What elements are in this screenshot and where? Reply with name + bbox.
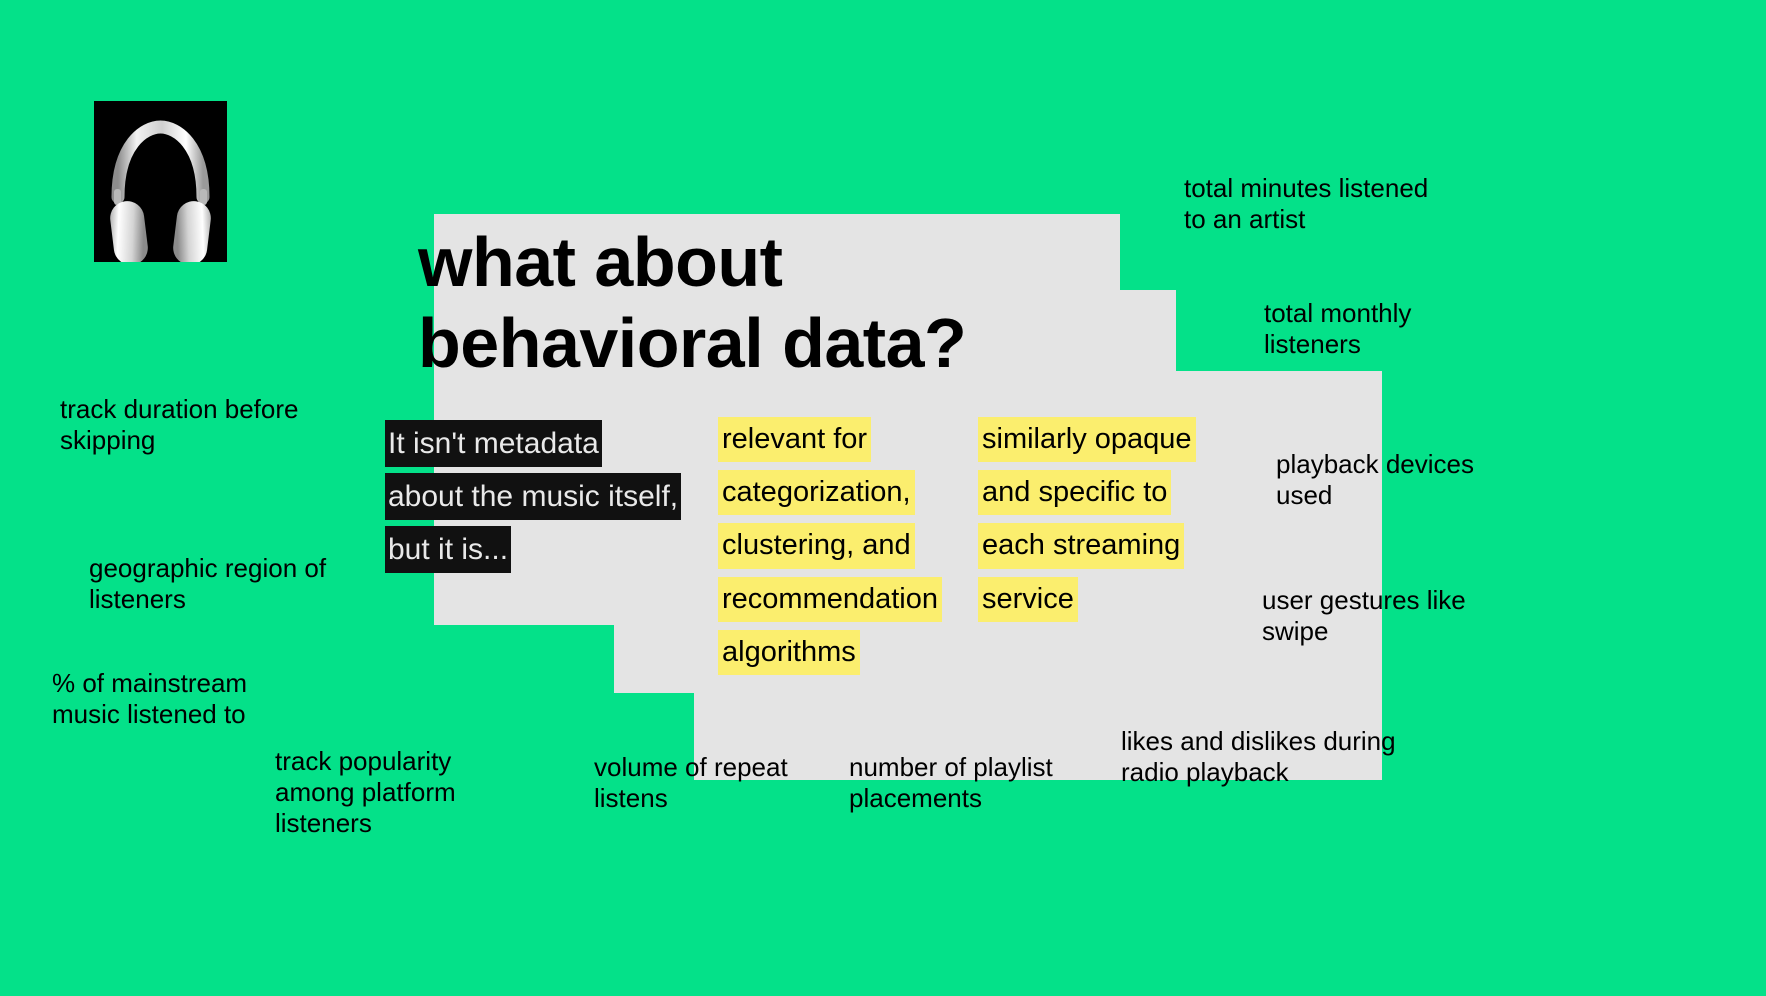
yellow-line: service	[978, 576, 1078, 622]
label-mainstream-percent: % of mainstream music listened to	[52, 668, 248, 730]
yellow-line: recommendation	[718, 576, 942, 622]
headline-line-1: what about	[418, 223, 783, 301]
label-track-duration: track duration before skipping	[60, 394, 299, 456]
statement-line: about the music itself,	[385, 473, 682, 520]
statement-line: It isn't metadata	[385, 420, 602, 467]
label-likes-dislikes: likes and dislikes during radio playback	[1121, 726, 1396, 788]
label-playback-devices-used: playback devices used	[1276, 449, 1474, 511]
gray-panel-segment	[694, 693, 1382, 780]
headphones-icon	[94, 101, 227, 262]
yellow-line: algorithms	[718, 629, 860, 675]
yellow-line: and specific to	[978, 470, 1172, 516]
gray-panel-segment	[434, 290, 1176, 371]
gray-panel-segment	[434, 214, 1120, 290]
label-user-gestures: user gestures like swipe	[1262, 585, 1466, 647]
label-volume-repeat-listens: volume of repeat listens	[594, 752, 788, 814]
yellow-highlight-column-opacity: similarly opaque and specific to each st…	[978, 417, 1196, 630]
label-total-monthly-listeners: total monthly listeners	[1264, 298, 1412, 360]
headphones-image-tile	[94, 101, 227, 262]
yellow-line: relevant for	[718, 417, 872, 463]
statement-black-highlight: It isn't metadata about the music itself…	[385, 420, 715, 579]
yellow-highlight-column-relevance: relevant for categorization, clustering,…	[718, 417, 942, 683]
yellow-line: similarly opaque	[978, 417, 1196, 463]
label-geographic-region: geographic region of listeners	[89, 553, 327, 615]
headline-line-2: behavioral data?	[418, 304, 967, 383]
yellow-line: clustering, and	[718, 523, 915, 569]
label-total-minutes-listened: total minutes listened to an artist	[1184, 173, 1429, 235]
label-playlist-placements: number of playlist placements	[849, 752, 1053, 814]
page-title: what about behavioral data?	[418, 222, 1118, 384]
yellow-line: categorization,	[718, 470, 915, 516]
yellow-line: each streaming	[978, 523, 1185, 569]
statement-line: but it is...	[385, 526, 512, 573]
label-track-popularity: track popularity among platform listener…	[275, 746, 456, 839]
